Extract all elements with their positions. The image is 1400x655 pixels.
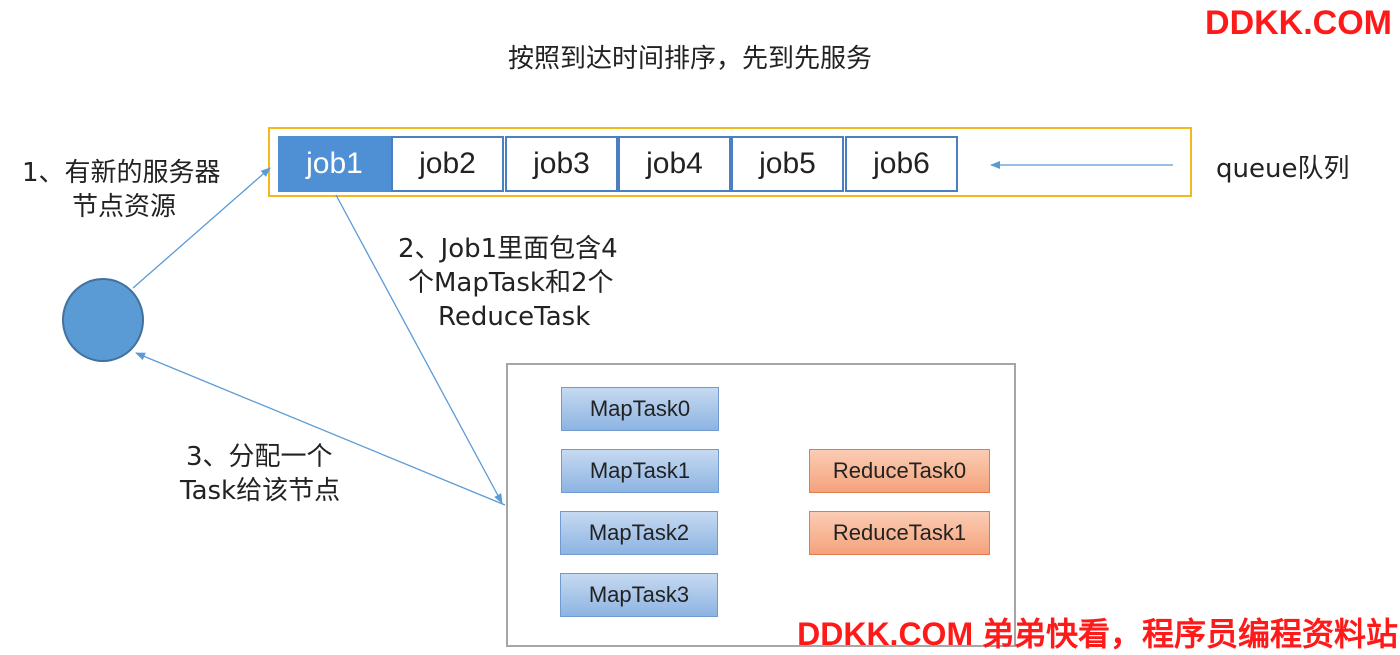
queue-frame [268,127,1192,197]
step2-line3: ReduceTask [438,302,591,332]
job-cell-3: job3 [505,136,618,192]
step1-line1: 1、有新的服务器 [22,158,221,188]
reduce-task-1: ReduceTask1 [809,511,990,555]
job-cell-2: job2 [391,136,504,192]
step3-note: 3、分配一个 Task给该节点 [180,440,340,508]
queue-label: queue队列 [1216,154,1350,184]
step2-line1: 2、Job1里面包含4 [398,234,618,264]
diagram-title: 按照到达时间排序，先到先服务 [507,44,872,74]
job-cell-1: job1 [278,136,391,192]
step1-note: 1、有新的服务器 节点资源 [22,156,221,224]
step2-line2: 个MapTask和2个 [408,268,614,298]
job-cell-4: job4 [618,136,731,192]
map-task-3: MapTask3 [560,573,718,617]
server-node-circle [62,278,144,362]
map-task-1: MapTask1 [561,449,719,493]
step3-line1: 3、分配一个 [186,442,333,472]
arrow-job1-to-pool [335,194,503,504]
footer-watermark: DDKK.COM 弟弟快看，程序员编程资料站 [797,616,1398,652]
step2-note: 2、Job1里面包含4 个MapTask和2个 ReduceTask [398,232,618,334]
brand-logo-text: DDKK.COM [1205,4,1392,42]
map-task-2: MapTask2 [560,511,718,555]
map-task-0: MapTask0 [561,387,719,431]
step1-line2: 节点资源 [72,192,177,222]
step3-line2: Task给该节点 [180,476,341,506]
arrow-pool-to-node [135,352,506,506]
arrow-node-to-queue [132,167,271,289]
reduce-task-0: ReduceTask0 [809,449,990,493]
job-cell-6: job6 [845,136,958,192]
job-cell-5: job5 [731,136,844,192]
